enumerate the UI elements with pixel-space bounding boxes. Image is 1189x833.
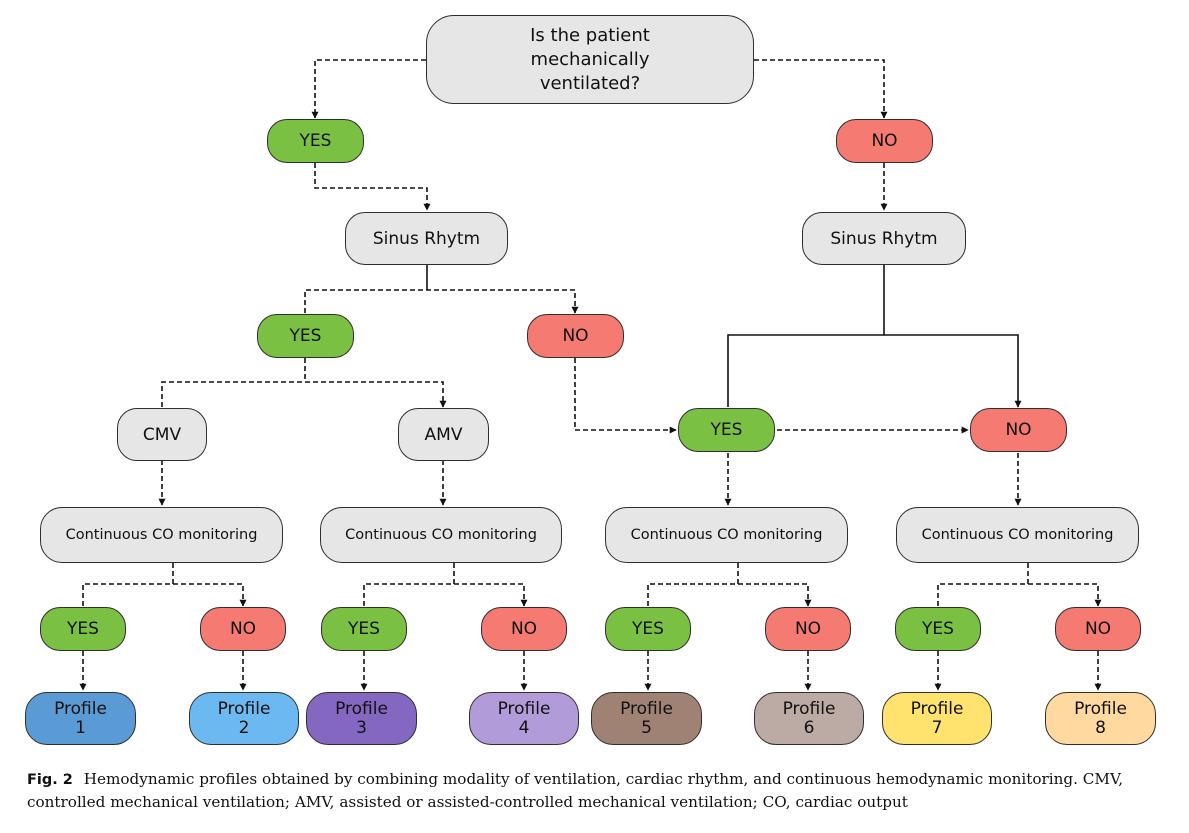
ventilated-yes-node: YES	[267, 119, 364, 163]
monitoring-1-yes-label: YES	[67, 619, 99, 639]
sinus-rhythm-label-left: Sinus Rhytm	[372, 228, 481, 249]
monitoring-4-no-label: NO	[1084, 619, 1112, 639]
co-monitoring-label-1: Continuous CO monitoring	[65, 527, 258, 543]
figure-caption-text: Hemodynamic profiles obtained by combini…	[27, 770, 1124, 811]
edge-q-no	[754, 59, 888, 119]
profile-5-number: 5	[641, 717, 652, 738]
monitoring-4-yes-label: YES	[922, 619, 954, 639]
profile-4-node: Profile 4	[469, 692, 579, 745]
edge-yes-sinus-left	[314, 163, 431, 211]
cmv-node: CMV	[117, 408, 207, 461]
monitoring-4-yes-node: YES	[895, 607, 981, 651]
monitoring-3-no-label: NO	[794, 619, 822, 639]
co-monitoring-node-2: Continuous CO monitoring	[320, 507, 562, 563]
co-monitoring-label-4: Continuous CO monitoring	[921, 527, 1114, 543]
profile-1-number: 1	[75, 717, 86, 738]
edge-sinusL-split	[304, 289, 579, 314]
sinus-rhythm-node-right: Sinus Rhytm	[802, 212, 966, 265]
co-monitoring-label-3: Continuous CO monitoring	[630, 527, 823, 543]
ventilated-yes-label: YES	[299, 131, 332, 151]
amv-node: AMV	[398, 408, 489, 461]
profile-8-number: 8	[1095, 717, 1106, 738]
profile-2-word: Profile	[217, 698, 271, 719]
profile-2-node: Profile 2	[189, 692, 299, 745]
ventilated-no-node: NO	[836, 119, 933, 163]
sinus-right-no-node: NO	[970, 408, 1067, 452]
figure-caption: Fig. 2 Hemodynamic profiles obtained by …	[27, 768, 1167, 813]
profile-7-node: Profile 7	[882, 692, 992, 745]
profile-1-node: Profile 1	[25, 692, 136, 745]
profile-4-word: Profile	[497, 698, 551, 719]
profile-8-node: Profile 8	[1045, 692, 1156, 745]
edge-mon1-split	[82, 583, 247, 607]
co-monitoring-node-1: Continuous CO monitoring	[40, 507, 283, 563]
sinus-right-yes-label: YES	[710, 420, 743, 440]
flowchart-connectors	[79, 59, 1102, 691]
monitoring-2-yes-node: YES	[321, 607, 407, 651]
question-node: Is the patient mechanically ventilated?	[426, 15, 754, 104]
edge-l2yes-split	[161, 381, 447, 408]
co-monitoring-node-3: Continuous CO monitoring	[605, 507, 848, 563]
profile-1-word: Profile	[54, 698, 107, 719]
sinus-left-no-node: NO	[527, 314, 624, 358]
amv-label: AMV	[424, 424, 463, 445]
cmv-label: CMV	[142, 424, 182, 445]
profile-4-number: 4	[518, 717, 530, 738]
monitoring-3-yes-label: YES	[632, 619, 664, 639]
sinus-rhythm-label-right: Sinus Rhytm	[830, 228, 938, 249]
co-monitoring-label-2: Continuous CO monitoring	[345, 527, 537, 543]
profile-5-word: Profile	[620, 698, 673, 719]
monitoring-1-yes-node: YES	[40, 607, 126, 651]
sinus-left-no-label: NO	[562, 326, 589, 346]
co-monitoring-node-4: Continuous CO monitoring	[896, 507, 1139, 563]
monitoring-1-no-label: NO	[229, 619, 257, 639]
profile-3-node: Profile 3	[306, 692, 417, 745]
edge-l2no-ryes	[574, 358, 677, 434]
profile-5-node: Profile 5	[591, 692, 702, 745]
profile-3-word: Profile	[335, 698, 388, 719]
edge-sinusR-split	[727, 334, 1022, 408]
profile-6-node: Profile 6	[754, 692, 864, 745]
edge-q-yes	[311, 59, 426, 119]
sinus-right-yes-node: YES	[678, 408, 775, 452]
profile-7-number: 7	[931, 717, 943, 738]
monitoring-2-no-node: NO	[481, 607, 567, 651]
profile-6-number: 6	[803, 717, 815, 738]
ventilated-no-label: NO	[871, 131, 898, 151]
monitoring-3-yes-node: YES	[605, 607, 691, 651]
question-text: Is the patient mechanically ventilated?	[530, 24, 650, 94]
sinus-left-yes-label: YES	[289, 326, 322, 346]
flowchart: Is the patient mechanically ventilated? …	[25, 15, 1156, 745]
monitoring-2-yes-label: YES	[348, 619, 380, 639]
edge-mon3-split	[647, 583, 812, 607]
monitoring-4-no-node: NO	[1055, 607, 1141, 651]
profile-3-number: 3	[356, 717, 367, 738]
sinus-left-yes-node: YES	[257, 314, 354, 358]
edge-mon2-split	[363, 583, 528, 607]
sinus-right-no-label: NO	[1005, 420, 1032, 440]
monitoring-2-no-label: NO	[510, 619, 538, 639]
profile-7-word: Profile	[910, 698, 964, 719]
profile-2-number: 2	[238, 717, 250, 738]
profile-6-word: Profile	[782, 698, 836, 719]
monitoring-3-no-node: NO	[765, 607, 851, 651]
monitoring-1-no-node: NO	[200, 607, 286, 651]
figure-label: Fig. 2	[27, 772, 73, 788]
profile-8-word: Profile	[1074, 698, 1127, 719]
edge-mon4-split	[937, 583, 1102, 607]
sinus-rhythm-node-left: Sinus Rhytm	[345, 212, 508, 265]
